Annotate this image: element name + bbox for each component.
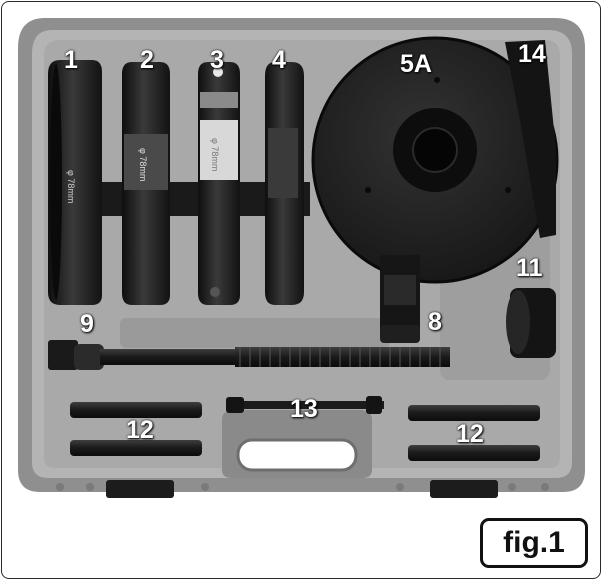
callout-11: 11 (516, 254, 543, 282)
callout-13: 13 (290, 395, 318, 423)
callout-14: 14 (518, 40, 546, 68)
ring-3 (198, 62, 240, 305)
ring-2 (122, 62, 170, 305)
callout-12-right: 12 (456, 420, 484, 448)
figure-label-box: fig.1 (480, 518, 588, 568)
bolt-13 (226, 396, 384, 414)
ring-1-engraving: φ 78mm (66, 170, 76, 203)
ring-2-engraving: φ 78mm (138, 148, 148, 181)
figure-label: fig.1 (503, 526, 565, 559)
callout-5a: 5A (400, 50, 432, 78)
disc-5a (311, 36, 559, 284)
ring-1 (48, 60, 102, 305)
rods-12-right (408, 405, 540, 461)
sleeve-8 (380, 255, 420, 343)
tool-14-block (505, 40, 556, 238)
ring-4 (265, 62, 304, 305)
spindle-9 (48, 340, 450, 370)
callout-9: 9 (80, 310, 94, 338)
ring-3-engraving: φ 78mm (210, 138, 220, 171)
callout-1: 1 (64, 46, 78, 74)
callout-2: 2 (140, 46, 154, 74)
callout-4: 4 (272, 46, 286, 74)
cup-11 (506, 288, 556, 358)
callout-3: 3 (210, 46, 224, 74)
callout-12-left: 12 (126, 416, 154, 444)
rods-12-left (70, 402, 202, 456)
callout-8: 8 (428, 308, 442, 336)
